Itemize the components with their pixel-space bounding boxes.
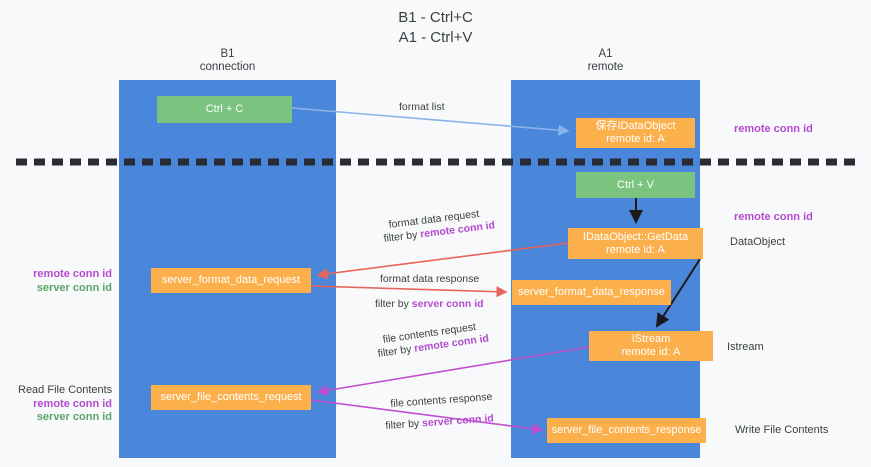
label-right-remote-conn-id-top: remote conn id xyxy=(734,123,813,135)
node-server-file-contents-request-label: server_file_contents_request xyxy=(160,391,302,403)
column-b1-role: connection xyxy=(199,61,256,73)
node-ctrl-v[interactable]: Ctrl + V xyxy=(576,172,695,198)
page-title: B1 - Ctrl+C A1 - Ctrl+V xyxy=(0,8,871,48)
server-conn-id-2: server conn id xyxy=(421,412,495,430)
label-left-remote-conn-id-2: remote conn id xyxy=(33,397,112,410)
node-idataobject-getdata[interactable]: IDataObject::GetData remote id: A xyxy=(568,228,703,259)
edge-label-format-data-response: format data response xyxy=(380,273,479,286)
edge-label-filter-server-conn-2: filter by server conn id xyxy=(385,412,494,433)
label-right-dataobject: DataObject xyxy=(730,236,786,248)
edge-label-file-contents-response: file contents response xyxy=(390,391,493,411)
label-left-server-conn-id-1: server conn id xyxy=(36,281,112,294)
node-save-idataobject[interactable]: 保存IDataObject remote id: A xyxy=(576,118,695,148)
node-server-file-contents-response[interactable]: server_file_contents_response xyxy=(547,418,706,443)
filter-prefix-4: filter by xyxy=(385,417,423,432)
column-b1-name: B1 xyxy=(220,48,235,60)
edge-label-file-contents-response-text: file contents response xyxy=(390,390,493,410)
filter-prefix-2: filter by xyxy=(375,298,412,310)
node-istream[interactable]: IStream remote id: A xyxy=(589,331,713,361)
column-a1-role: remote xyxy=(587,61,624,73)
label-left-conn-ids: remote conn id server conn id xyxy=(18,268,112,295)
server-conn-id-1: server conn id xyxy=(411,298,484,310)
title-line-2: A1 - Ctrl+V xyxy=(398,29,473,46)
node-ctrl-c-label: Ctrl + C xyxy=(205,103,244,115)
node-ctrl-v-label: Ctrl + V xyxy=(617,178,654,191)
edge-label-format-list-text: format list xyxy=(399,101,445,113)
node-save-idataobject-line2: remote id: A xyxy=(606,133,665,145)
edge-label-format-data-response-text: format data response xyxy=(380,273,480,285)
node-getdata-line1: IDataObject::GetData xyxy=(582,230,689,243)
node-server-format-data-request[interactable]: server_format_data_request xyxy=(151,268,311,293)
label-right-write-file-contents: Write File Contents xyxy=(735,424,829,436)
label-right-remote-conn-id-mid: remote conn id xyxy=(734,211,813,223)
column-header-a1: A1 remote xyxy=(511,48,700,74)
column-a1-name: A1 xyxy=(598,48,613,60)
node-istream-line2: remote id: A xyxy=(621,346,681,358)
edge-label-filter-server-conn-1: filter by server conn id xyxy=(375,298,484,311)
node-ctrl-c[interactable]: Ctrl + C xyxy=(157,96,292,123)
label-right-istream: Istream xyxy=(727,341,764,353)
title-line-1: B1 - Ctrl+C xyxy=(398,9,473,26)
node-istream-line1: IStream xyxy=(631,333,671,345)
node-getdata-line2: remote id: A xyxy=(606,243,665,256)
node-save-idataobject-line1: 保存IDataObject xyxy=(595,120,676,132)
label-left-remote-conn-id-1: remote conn id xyxy=(33,268,112,280)
edge-format-data-response xyxy=(310,285,508,298)
node-server-format-data-request-label: server_format_data_request xyxy=(161,274,301,286)
node-server-file-contents-request[interactable]: server_file_contents_request xyxy=(151,385,311,410)
node-server-format-data-response-label: server_format_data_response xyxy=(518,286,665,298)
column-header-b1: B1 connection xyxy=(119,48,336,74)
node-server-format-data-response[interactable]: server_format_data_response xyxy=(512,280,671,305)
label-left-read-file-contents: Read File Contents xyxy=(18,384,113,396)
edge-label-format-list: format list xyxy=(399,101,445,114)
node-server-file-contents-response-label: server_file_contents_response xyxy=(551,424,702,436)
label-left-server-conn-id-2: server conn id xyxy=(36,411,112,423)
label-left-read-file-contents-group: Read File Contents remote conn id server… xyxy=(18,384,112,425)
